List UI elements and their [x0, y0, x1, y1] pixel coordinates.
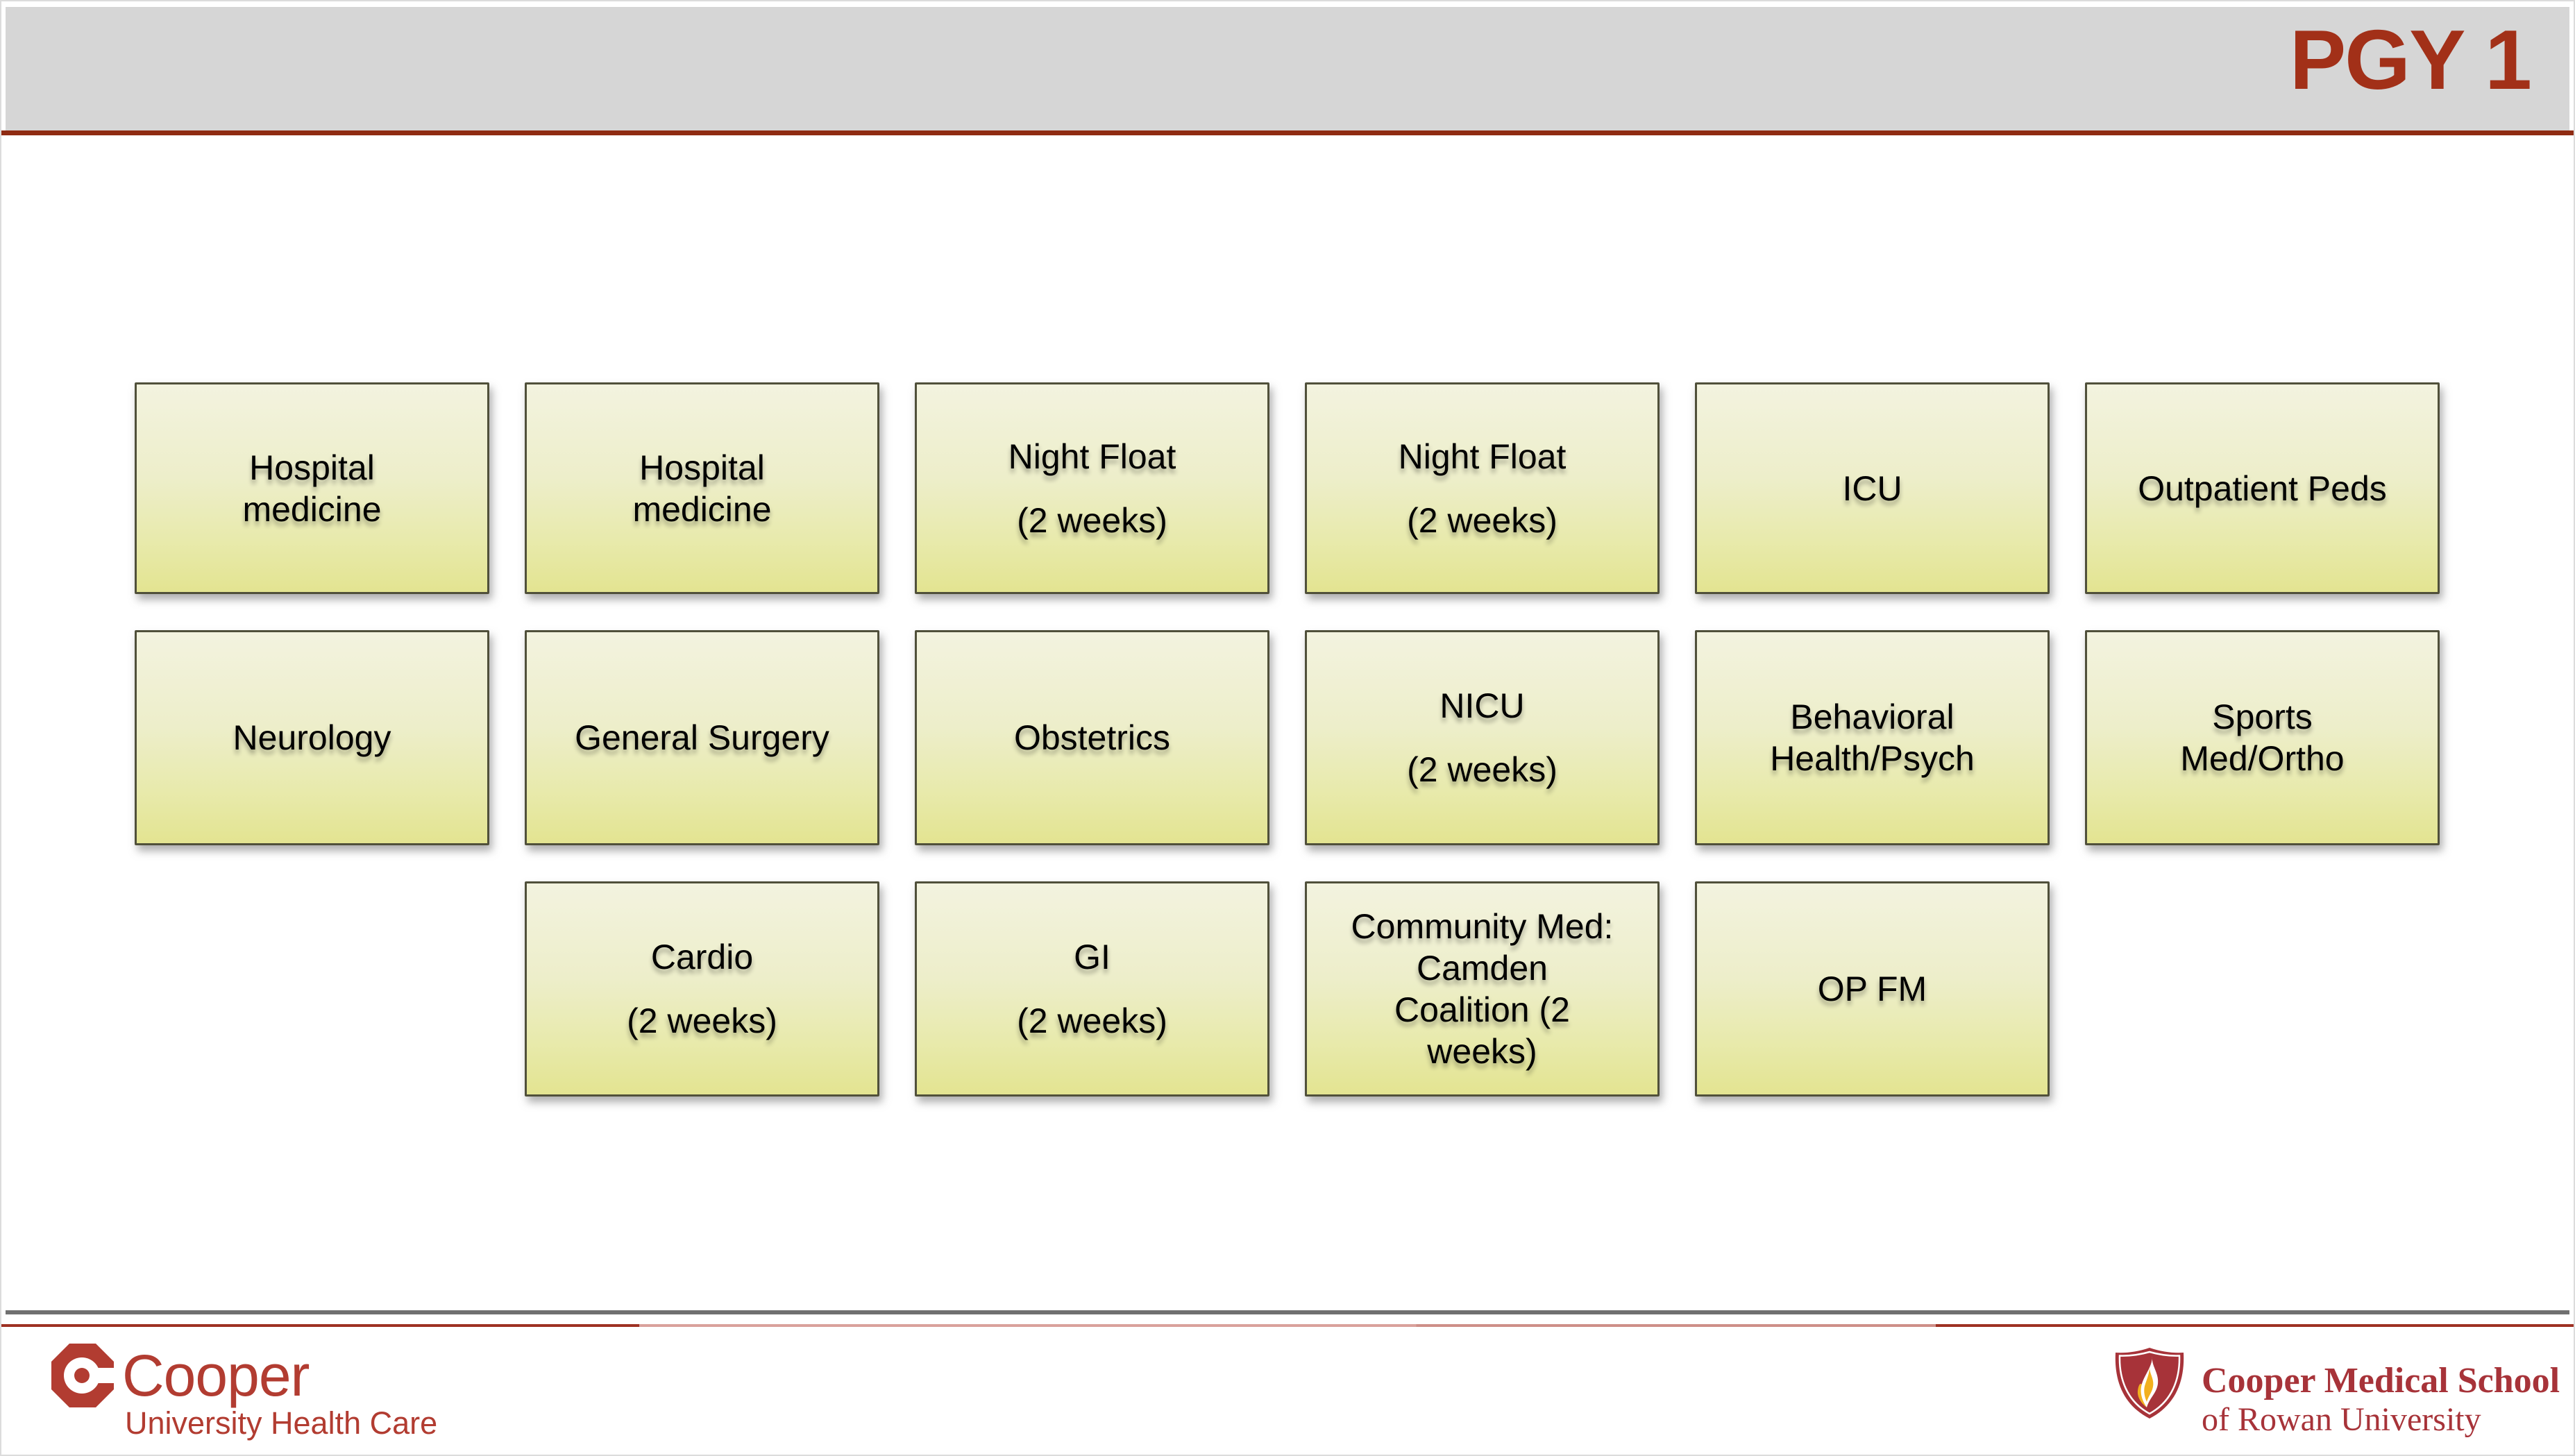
rotation-label-line: Sports	[2212, 697, 2313, 736]
cooper-logo-tagline: University Health Care	[125, 1405, 438, 1441]
rotation-label-line: ICU	[1842, 468, 1902, 508]
rotation-label-line: (2 weeks)	[1017, 1001, 1167, 1040]
page-title: PGY 1	[2289, 12, 2532, 107]
rotation-label-line: (2 weeks)	[1407, 750, 1557, 789]
cooper-logo-wordmark: Cooper	[122, 1343, 310, 1408]
rotation-label-line: General Surgery	[575, 718, 829, 757]
rotation-label-line: Med/Ortho	[2180, 739, 2345, 778]
rotation-label-line: (2 weeks)	[627, 1001, 777, 1040]
rotation-label-line: Camden	[1416, 949, 1548, 988]
rotation-label: GI (2 weeks)	[1007, 936, 1177, 1042]
rotation-label-line: Outpatient Peds	[2138, 468, 2387, 508]
rotation-box: Obstetrics	[915, 630, 1269, 845]
cooper-octagon-logo-icon	[51, 1344, 115, 1407]
rotation-label-line: Hospital	[639, 448, 765, 487]
rotation-label: Night Float (2 weeks)	[999, 436, 1186, 541]
rotation-label: OP FM	[1808, 968, 1936, 1010]
rotation-label-line: OP FM	[1817, 970, 1927, 1008]
rotation-label-line: Obstetrics	[1013, 718, 1171, 757]
rotation-label-line: (2 weeks)	[1407, 500, 1557, 540]
cmsru-logo-line1: Cooper Medical School	[2202, 1361, 2560, 1400]
rotation-label-line: Health/Psych	[1770, 739, 1975, 778]
rotation-label-line: Community Med:	[1351, 907, 1614, 946]
footer-gray-line	[6, 1310, 2569, 1314]
rotation-label-line: Night Float	[1008, 437, 1176, 476]
rotation-label: ICU	[1832, 468, 1911, 509]
header-underline	[1, 130, 2574, 135]
footer-red-line	[1, 1324, 2574, 1327]
rotation-label-line: medicine	[632, 489, 772, 529]
rotation-label-line: (2 weeks)	[1017, 500, 1167, 540]
rotation-label-line: Night Float	[1398, 437, 1567, 476]
rotation-label: Neurology	[223, 717, 401, 759]
rotation-box: ICU	[1695, 382, 2050, 594]
rotation-label-line: Cardio	[650, 938, 754, 976]
cmsru-logo-line2: of Rowan University	[2202, 1401, 2481, 1438]
rotation-label-line: NICU	[1440, 686, 1525, 725]
rotation-label-line: GI	[1074, 938, 1111, 976]
rotation-label: Outpatient Peds	[2128, 468, 2397, 509]
rotation-label-line: Behavioral	[1790, 697, 1955, 736]
rotation-label: Cardio (2 weeks)	[617, 936, 787, 1042]
header-band	[6, 7, 2569, 130]
rotation-box: Night Float (2 weeks)	[1305, 382, 1660, 594]
rotation-label-line: Hospital	[249, 448, 375, 487]
rotation-label: NICU (2 weeks)	[1397, 685, 1567, 790]
rotation-box: Outpatient Peds	[2085, 382, 2440, 594]
rotation-label-line: Neurology	[233, 718, 391, 757]
rotation-label: Night Float (2 weeks)	[1389, 436, 1576, 541]
rotation-box: General Surgery	[525, 630, 879, 845]
cmsru-shield-icon	[2115, 1348, 2184, 1419]
rotation-box: Cardio (2 weeks)	[525, 881, 879, 1097]
rotation-box: Neurology	[135, 630, 489, 845]
rotation-label-line: Coalition (2	[1394, 990, 1570, 1029]
rotation-box: Night Float (2 weeks)	[915, 382, 1269, 594]
rotation-label-line: weeks)	[1427, 1032, 1537, 1071]
rotation-label-line: medicine	[242, 489, 382, 529]
rotation-box: GI (2 weeks)	[915, 881, 1269, 1097]
rotation-label: General Surgery	[565, 717, 839, 759]
rotation-box: NICU (2 weeks)	[1305, 630, 1660, 845]
rotation-box: OP FM	[1695, 881, 2050, 1097]
rotation-label: Obstetrics	[1004, 717, 1180, 759]
